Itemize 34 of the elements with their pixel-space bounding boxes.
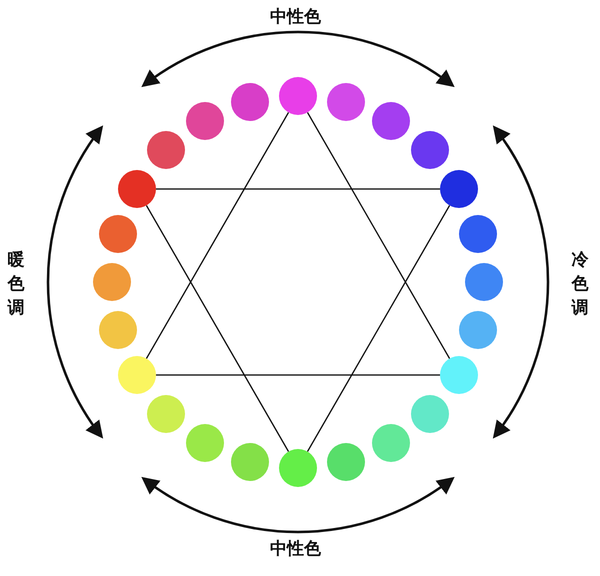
color-circle — [230, 442, 269, 481]
color-circle — [230, 83, 269, 122]
color-circle — [118, 170, 156, 208]
connecting-line — [306, 112, 450, 359]
section-label: 冷色调 — [570, 249, 590, 320]
color-circle — [458, 311, 497, 350]
color-circle — [440, 170, 478, 208]
color-circle — [147, 131, 186, 170]
section-label: 中性色 — [270, 540, 321, 560]
section-label: 中性色 — [270, 8, 321, 28]
color-circle — [458, 214, 497, 253]
connecting-line — [146, 205, 290, 452]
color-circle — [440, 356, 478, 394]
color-circle — [99, 214, 138, 253]
color-circle — [147, 394, 186, 433]
color-circle — [372, 424, 410, 462]
color-circle — [279, 77, 317, 115]
color-circle — [99, 311, 138, 350]
color-circle — [465, 263, 503, 301]
connecting-line — [306, 205, 450, 452]
section-label: 暖色调 — [6, 249, 26, 320]
color-circle — [410, 394, 449, 433]
connecting-line — [156, 188, 440, 190]
color-circle — [186, 102, 224, 140]
color-circle — [279, 449, 317, 487]
color-circle — [93, 263, 131, 301]
color-circle — [372, 102, 410, 140]
color-circle — [327, 442, 366, 481]
connecting-line — [156, 374, 440, 376]
color-circle — [186, 424, 224, 462]
color-circle — [410, 131, 449, 170]
color-circle — [118, 356, 156, 394]
color-circle — [327, 83, 366, 122]
connecting-line — [146, 112, 290, 359]
